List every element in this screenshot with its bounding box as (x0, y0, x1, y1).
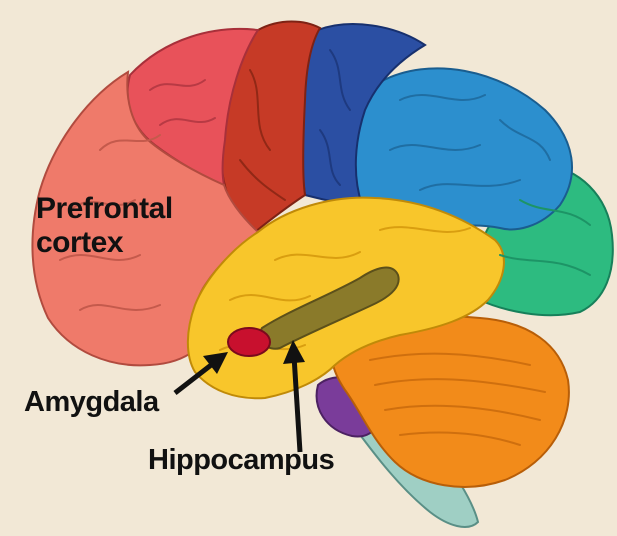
hippocampus-label: Hippocampus (148, 444, 334, 477)
amygdala-label: Amygdala (24, 386, 159, 419)
prefrontal-label-line1: Prefrontal (36, 192, 173, 226)
amygdala-region (228, 328, 270, 356)
prefrontal-label-line2: cortex (36, 226, 173, 260)
hippocampus-pointer (283, 340, 305, 452)
prefrontal-cortex-label: Prefrontal cortex (36, 192, 173, 260)
